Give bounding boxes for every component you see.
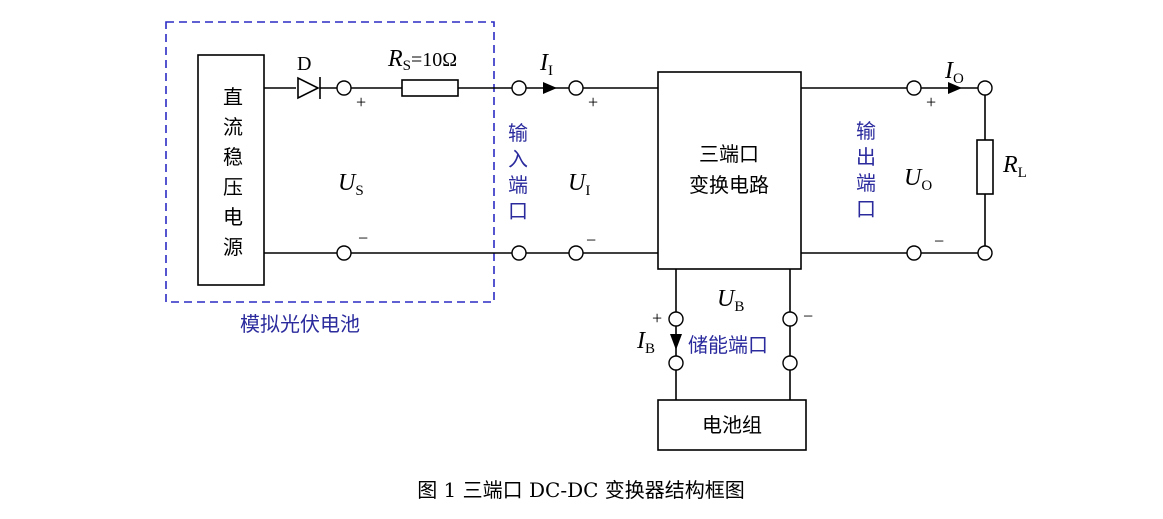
input-terminal-top-right: [568, 80, 584, 96]
pv-bottom-terminal: [336, 245, 352, 261]
input-port-char-3: 端: [508, 173, 528, 197]
storage-terminal-right-top: [782, 311, 798, 327]
pv-simulator-dashed-box: [165, 21, 495, 303]
storage-current-label: IB: [636, 328, 655, 357]
pv-simulator-label: 模拟光伏电池: [240, 312, 360, 336]
dc-source-char-2: 流: [223, 115, 243, 139]
input-port-char-4: 口: [508, 199, 528, 223]
pv-minus-sign: −: [358, 228, 368, 248]
storage-terminal-right-bottom: [782, 355, 798, 371]
input-terminal-bottom-left: [511, 245, 527, 261]
output-current-label: IO: [944, 58, 964, 87]
storage-minus-sign: −: [803, 306, 813, 326]
storage-plus-sign: +: [652, 308, 662, 328]
output-port-char-2: 出: [856, 145, 876, 169]
input-port-char-2: 入: [508, 147, 528, 171]
storage-terminal-left-top: [668, 311, 684, 327]
storage-current-arrow: [670, 334, 682, 350]
storage-port-label: 储能端口: [688, 333, 768, 357]
output-voltage-label: UO: [904, 165, 932, 194]
input-port-char-1: 输: [508, 121, 528, 145]
dc-source-char-5: 电: [223, 205, 243, 229]
output-port-char-3: 端: [856, 171, 876, 195]
input-plus-sign: +: [588, 92, 598, 112]
output-terminal-bottom: [906, 245, 922, 261]
dc-source-char-6: 源: [223, 235, 243, 259]
output-port-char-1: 输: [856, 119, 876, 143]
load-terminal-bottom: [977, 245, 993, 261]
converter-label-line2: 变换电路: [689, 173, 769, 197]
converter-label-line1: 三端口: [699, 142, 759, 166]
battery-pack-label: 电池组: [702, 413, 762, 437]
output-port-char-4: 口: [856, 197, 876, 221]
three-port-converter-box: [657, 71, 802, 270]
battery-pack-box: [657, 399, 807, 451]
output-current-arrow: [948, 82, 962, 94]
pv-plus-sign: +: [356, 92, 366, 112]
load-resistor-rl: [976, 139, 994, 195]
load-resistor-label: RL: [1002, 152, 1027, 181]
dc-source-char-3: 稳: [223, 145, 243, 169]
storage-terminal-left-bottom: [668, 355, 684, 371]
dc-power-source-box: [197, 54, 265, 286]
diode-label: D: [297, 53, 311, 75]
input-current-arrow: [543, 82, 557, 94]
diode-symbol: [297, 76, 320, 100]
load-terminal-top: [977, 80, 993, 96]
source-voltage-label: US: [338, 170, 364, 199]
output-terminal-top: [906, 80, 922, 96]
resistor-rs: [401, 79, 459, 97]
output-plus-sign: +: [926, 92, 936, 112]
pv-top-terminal: [336, 80, 352, 96]
resistor-rs-label: RS=10Ω: [387, 46, 457, 74]
storage-voltage-label: UB: [717, 286, 744, 315]
input-terminal-top-left: [511, 80, 527, 96]
output-minus-sign: −: [934, 231, 944, 251]
input-terminal-bottom-right: [568, 245, 584, 261]
input-minus-sign: −: [586, 230, 596, 250]
figure-caption: 图 1 三端口 DC-DC 变换器结构框图: [417, 478, 745, 502]
input-current-label: II: [539, 50, 553, 79]
dc-source-char-4: 压: [223, 175, 243, 199]
input-voltage-label: UI: [568, 170, 590, 199]
dc-source-char-1: 直: [223, 85, 243, 109]
